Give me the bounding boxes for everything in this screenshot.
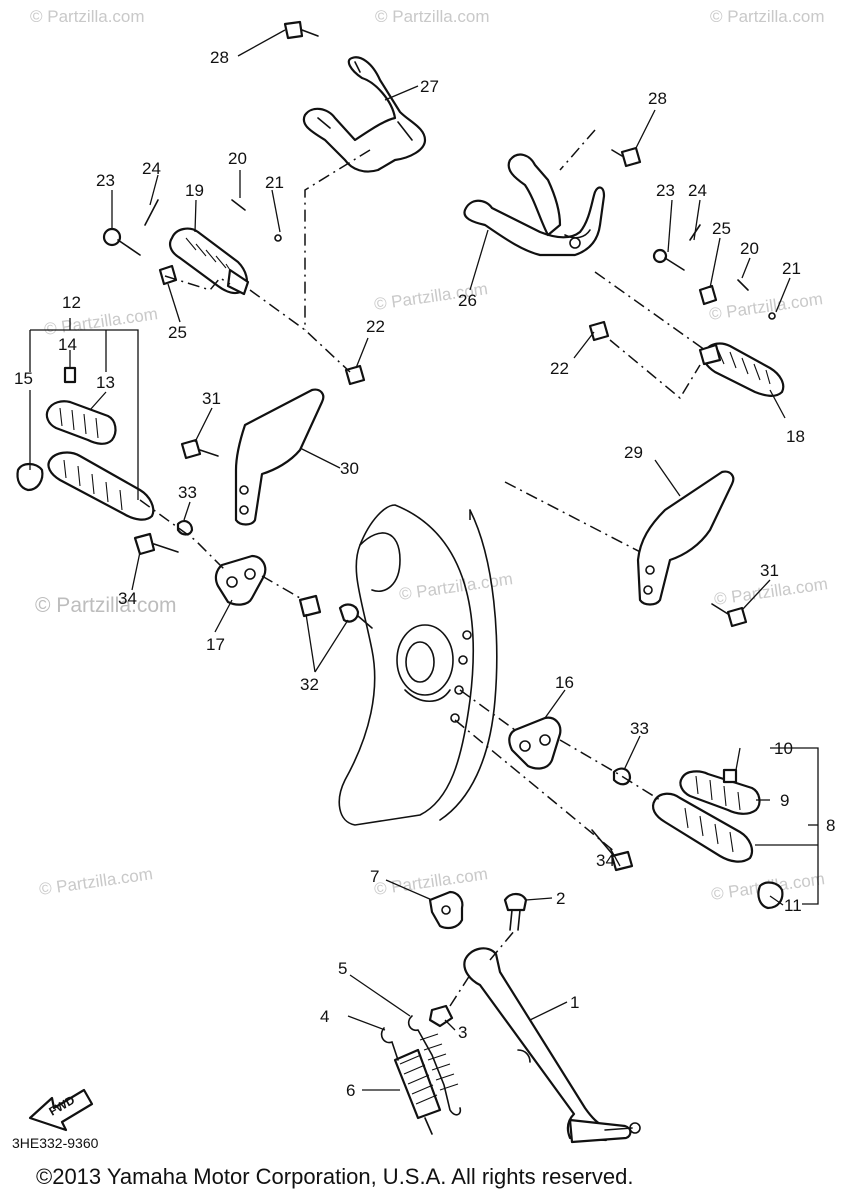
callout-31: 31 <box>202 389 221 408</box>
callout-5: 5 <box>338 959 347 978</box>
callout-34: 34 <box>596 851 615 870</box>
watermark-layer: © Partzilla.com © Partzilla.com © Partzi… <box>30 7 829 904</box>
callout-24: 24 <box>142 159 161 178</box>
callout-29: 29 <box>624 443 643 462</box>
callout-8: 8 <box>826 816 835 835</box>
callout-15: 15 <box>14 369 33 388</box>
copyright-notice: ©2013 Yamaha Motor Corporation, U.S.A. A… <box>36 1164 633 1189</box>
footrest-bracket-right <box>508 716 562 770</box>
callout-32: 32 <box>300 675 319 694</box>
assembly-lines <box>139 129 706 1007</box>
watermark: © Partzilla.com <box>35 594 177 617</box>
callout-26: 26 <box>458 291 477 310</box>
callout-3: 3 <box>458 1023 467 1042</box>
rear-footrest-left <box>169 227 250 296</box>
watermark: © Partzilla.com <box>710 7 825 26</box>
callout-23: 23 <box>96 171 115 190</box>
callout-19: 19 <box>185 181 204 200</box>
callout-14: 14 <box>58 335 77 354</box>
callout-20: 20 <box>740 239 759 258</box>
callout-30: 30 <box>340 459 359 478</box>
callout-23: 23 <box>656 181 675 200</box>
rear-footrest-bracket-left <box>302 56 427 173</box>
callout-7: 7 <box>370 867 379 886</box>
callout-12: 12 <box>62 293 81 312</box>
callout-17: 17 <box>206 635 225 654</box>
callout-4: 4 <box>320 1007 329 1026</box>
callout-31: 31 <box>760 561 779 580</box>
callout-25: 25 <box>168 323 187 342</box>
callout-16: 16 <box>555 673 574 692</box>
callout-21: 21 <box>782 259 801 278</box>
callout-22: 22 <box>366 317 385 336</box>
callout-33: 33 <box>178 483 197 502</box>
watermark: © Partzilla.com <box>30 7 145 26</box>
heel-plate-left <box>234 388 325 526</box>
watermark: © Partzilla.com <box>398 569 514 604</box>
callout-27: 27 <box>420 77 439 96</box>
callout-24: 24 <box>688 181 707 200</box>
callout-numbers: 28 27 28 23 24 19 20 21 25 22 26 23 24 2… <box>14 48 835 1100</box>
pivot-bolt <box>503 892 528 931</box>
rear-footrest-right <box>698 342 785 397</box>
callout-34: 34 <box>118 589 137 608</box>
callout-2: 2 <box>556 889 565 908</box>
callout-13: 13 <box>96 373 115 392</box>
callout-28: 28 <box>648 89 667 108</box>
callout-22: 22 <box>550 359 569 378</box>
callout-9: 9 <box>780 791 789 810</box>
diagram-code: 3HE332-9360 <box>12 1135 99 1151</box>
sidestand <box>463 947 641 1144</box>
watermark: © Partzilla.com <box>43 304 159 339</box>
callout-1: 1 <box>570 993 579 1012</box>
callout-18: 18 <box>786 427 805 446</box>
watermark: © Partzilla.com <box>375 7 490 26</box>
callout-11: 11 <box>784 896 802 915</box>
callout-20: 20 <box>228 149 247 168</box>
leader-lines <box>29 29 819 1091</box>
callout-33: 33 <box>630 719 649 738</box>
front-footrest-right <box>651 770 784 910</box>
footrest-bracket-left <box>214 554 267 606</box>
rear-footrest-bracket-right <box>463 153 606 257</box>
watermark: © Partzilla.com <box>708 289 824 324</box>
watermark: © Partzilla.com <box>38 864 154 899</box>
sidestand-springs <box>380 1015 462 1135</box>
heel-plate-right <box>636 470 735 606</box>
stand-plate <box>428 890 464 930</box>
frame-outline <box>338 481 649 826</box>
callout-25: 25 <box>712 219 731 238</box>
forward-arrow-icon: FWD <box>28 1088 94 1132</box>
callout-28: 28 <box>210 48 229 67</box>
callout-21: 21 <box>265 173 284 192</box>
callout-6: 6 <box>346 1081 355 1100</box>
callout-10: 10 <box>774 739 793 758</box>
front-footrest-left <box>16 400 155 521</box>
